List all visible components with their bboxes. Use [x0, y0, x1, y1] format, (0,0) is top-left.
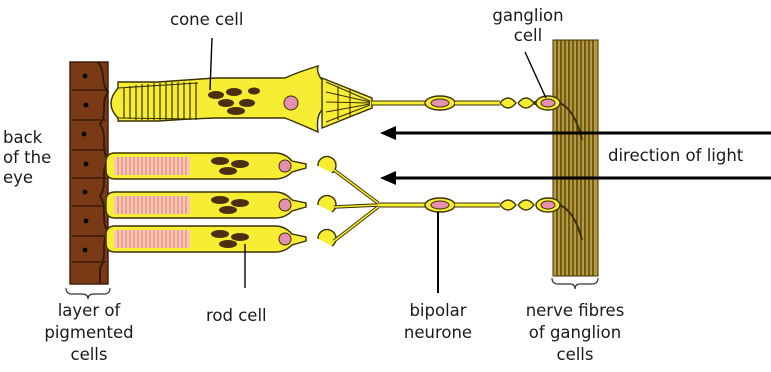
pigmented-layer-line1: layer of — [30, 301, 148, 321]
pigmented-layer-line3: cells — [30, 345, 148, 365]
direction-of-light-label: direction of light — [608, 146, 743, 166]
ganglion-label-line1: ganglion — [478, 6, 578, 26]
bipolar-label-line2: neurone — [380, 323, 496, 343]
pigmented-layer — [70, 62, 108, 284]
rod-cell-label: rod cell — [206, 306, 267, 326]
rod-cell-1 — [106, 153, 336, 179]
ganglion-label-line2: cell — [478, 26, 578, 46]
back-of-eye-line2: of the — [3, 148, 51, 168]
nerve-fibre-band — [553, 40, 598, 276]
bipolar-neurone-lower — [378, 198, 500, 212]
cone-cell — [111, 66, 372, 132]
pigmented-layer-line2: pigmented — [30, 323, 148, 343]
bipolar-label-line1: bipolar — [380, 301, 496, 321]
pigmented-layer-brace — [66, 288, 110, 299]
nerve-fibres-line2: of ganglion — [510, 323, 640, 343]
nerve-fibres-line1: nerve fibres — [510, 301, 640, 321]
ganglion-leader — [525, 52, 546, 98]
back-of-eye-line3: eye — [3, 168, 33, 188]
rod-cell-2 — [106, 192, 336, 218]
cone-cell-label: cone cell — [170, 10, 243, 30]
back-of-eye-line1: back — [3, 128, 42, 148]
bipolar-neurone-upper — [425, 96, 500, 110]
nerve-fibres-line3: cells — [510, 345, 640, 365]
nerve-fibre-brace — [552, 278, 598, 289]
rod-cell-3 — [106, 226, 336, 252]
